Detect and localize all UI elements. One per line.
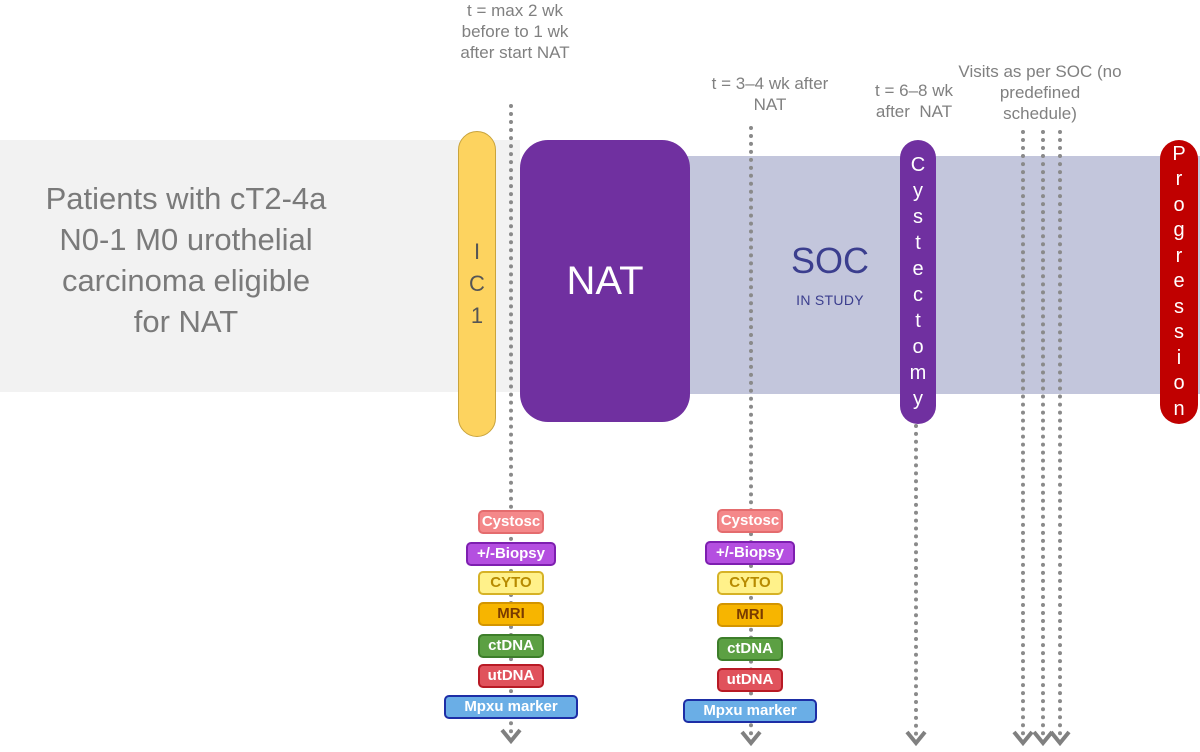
pill-letter: o	[1173, 372, 1185, 395]
patients-line: N0-1 M0 urothelial	[59, 222, 313, 257]
mpxu-marker: Mpxu marker	[444, 695, 578, 719]
timeline-dotted-line-post-nat	[749, 126, 753, 736]
timeline-dotted-line-follow-up-1	[1021, 130, 1025, 736]
mri-marker: MRI	[478, 602, 544, 626]
utdna-marker: utDNA	[478, 664, 544, 688]
patients-line: Patients with cT2-4a	[45, 181, 327, 216]
pill-letter: s	[1174, 295, 1184, 318]
patients-line: for NAT	[133, 304, 239, 339]
arrow-down-icon	[1049, 730, 1071, 746]
informed-consent-pill: I C 1	[458, 131, 496, 437]
pill-letter: i	[1176, 346, 1182, 369]
annotation-line: Visits as per SOC (no	[958, 62, 1122, 81]
annotation-line: after NAT	[875, 102, 953, 121]
biopsy-marker: +/-Biopsy	[466, 542, 556, 566]
pill-letter: g	[1173, 219, 1185, 242]
patients-line: carcinoma eligible	[61, 263, 311, 298]
soc-subtitle: IN STUDY	[796, 292, 864, 308]
ic-letter: C	[469, 271, 485, 296]
pill-letter: t	[915, 310, 921, 332]
arrow-down-icon	[905, 730, 927, 746]
biopsy-marker: +/-Biopsy	[705, 541, 795, 565]
pill-letter: C	[910, 154, 926, 176]
ic-letter: I	[473, 239, 481, 264]
annotation-baseline: t = max 2 wk before to 1 wk after start …	[430, 0, 600, 63]
patients-band	[0, 140, 520, 392]
pill-letter: y	[913, 388, 923, 410]
ctdna-marker: ctDNA	[478, 634, 544, 658]
nat-label: NAT	[566, 258, 644, 303]
annotation-line: t = max 2 wk	[467, 1, 563, 20]
timeline-dotted-line-post-cystectomy	[914, 424, 918, 736]
annotation-line: NAT	[753, 95, 787, 114]
pill-letter: o	[1173, 193, 1185, 216]
pill-letter: e	[912, 258, 924, 280]
pill-letter: y	[913, 180, 923, 202]
annotation-line: t = 3–4 wk after	[711, 74, 829, 93]
annotation-line: schedule)	[1003, 104, 1077, 123]
pill-letter: r	[1175, 168, 1183, 191]
pill-letter: s	[1174, 321, 1184, 344]
annotation-follow-up: Visits as per SOC (no predefined schedul…	[940, 61, 1140, 124]
cytology-marker: CYTO	[717, 571, 783, 595]
pill-letter: P	[1172, 142, 1186, 165]
arrow-down-icon	[740, 730, 762, 746]
pill-letter: m	[909, 362, 927, 384]
annotation-line: predefined	[999, 83, 1081, 102]
annotation-post-cystectomy: t = 6–8 wk after NAT	[855, 80, 973, 122]
arrow-down-icon	[500, 728, 522, 744]
ctdna-marker: ctDNA	[717, 637, 783, 661]
pill-letter: c	[913, 284, 923, 306]
pill-letter: n	[1173, 397, 1185, 420]
soc-title: SOC	[790, 240, 869, 281]
cystoscopy-marker: Cystosc	[717, 509, 783, 533]
mri-marker: MRI	[717, 603, 783, 627]
annotation-post-nat: t = 3–4 wk after NAT	[680, 73, 860, 115]
pill-letter: r	[1175, 244, 1183, 267]
timeline-dotted-line-baseline	[509, 104, 513, 734]
patients-description: Patients with cT2-4a N0-1 M0 urothelial …	[10, 178, 362, 342]
mpxu-marker: Mpxu marker	[683, 699, 817, 723]
arrow-down-icon	[1012, 730, 1034, 746]
annotation-line: after start NAT	[460, 43, 570, 62]
annotation-line: t = 6–8 wk	[875, 81, 953, 100]
cystoscopy-marker: Cystosc	[478, 510, 544, 534]
timeline-dotted-line-follow-up-2	[1041, 130, 1045, 736]
arrow-down-icon	[1032, 730, 1054, 746]
annotation-line: before to 1 wk	[461, 22, 569, 41]
cytology-marker: CYTO	[478, 571, 544, 595]
utdna-marker: utDNA	[717, 668, 783, 692]
nat-block: NAT	[520, 140, 690, 422]
pill-letter: s	[913, 206, 923, 228]
pill-letter: o	[912, 336, 924, 358]
timeline-dotted-line-follow-up-3	[1058, 130, 1062, 736]
pill-letter: t	[915, 232, 921, 254]
ic-letter: 1	[470, 303, 484, 328]
pill-letter: e	[1173, 270, 1185, 293]
